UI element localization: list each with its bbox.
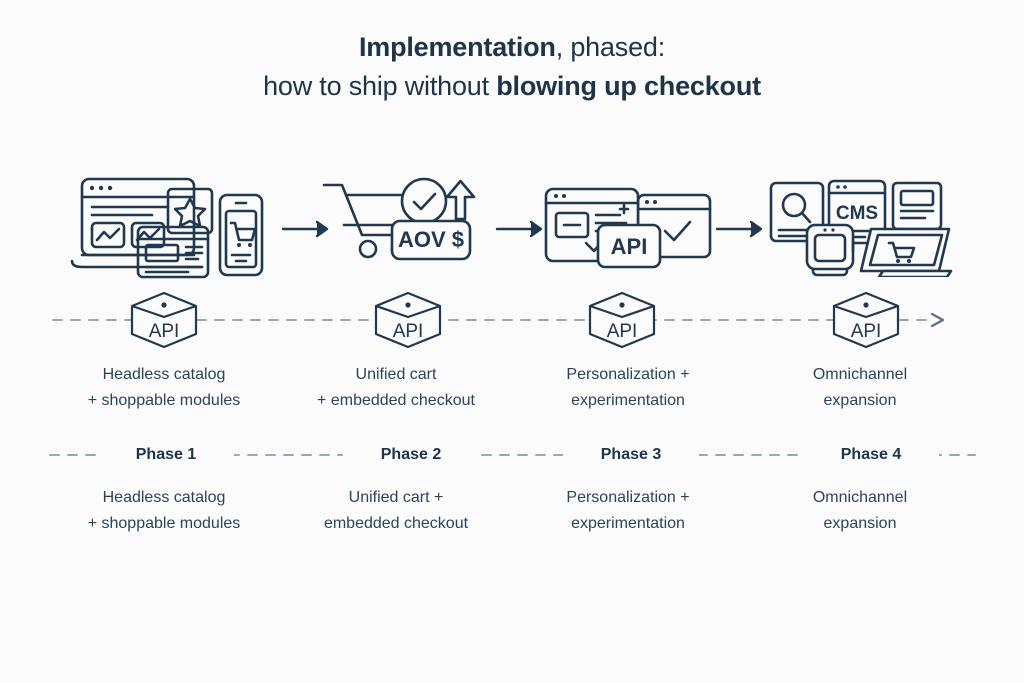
flow-arrow-2-to-3 — [495, 215, 553, 243]
caption-3: Personalization + experimentation — [512, 362, 744, 414]
api-cube-badge-3: API — [585, 290, 659, 350]
headless-catalog-devices-icon — [64, 170, 264, 280]
bottom-description-4: Omnichannel expansion — [744, 485, 976, 537]
flow-arrow-3-to-4 — [715, 215, 773, 243]
api-card-label: API — [611, 234, 648, 259]
api-cube-label-4: API — [851, 321, 882, 342]
bottom-description-2-line-1: Unified cart + — [348, 489, 444, 506]
api-cube-label-2: API — [393, 321, 424, 342]
unified-cart-icon: AOV $ — [316, 170, 476, 280]
caption-4-line-2: expansion — [823, 392, 897, 409]
phase-label-3: Phase 3 — [563, 441, 699, 469]
phase-label-1: Phase 1 — [98, 441, 234, 469]
omnichannel-icon: CMS — [765, 170, 955, 280]
page-title: Implementation, phased: how to ship with… — [0, 28, 1024, 106]
flow-arrow-1-to-2 — [281, 215, 339, 243]
caption-1-line-1: Headless catalog — [102, 366, 226, 383]
title-line-1-rest: , phased: — [555, 32, 666, 62]
bottom-description-1-line-1: Headless catalog — [102, 489, 226, 506]
caption-4: Omnichannel expansion — [744, 362, 976, 414]
bottom-description-3: Personalization + experimentation — [512, 485, 744, 537]
api-cube-badge-4: API — [829, 290, 903, 350]
icon-column-2: AOV $ — [280, 170, 512, 280]
title-line-1: Implementation, phased: — [0, 28, 1024, 66]
icon-column-3: API — [512, 170, 744, 280]
caption-2-line-2: + embedded checkout — [317, 392, 475, 409]
icon-row: AOV $ — [48, 170, 976, 280]
bottom-description-3-line-2: experimentation — [571, 515, 685, 532]
caption-2-line-1: Unified cart — [355, 366, 437, 383]
bottom-description-3-line-1: Personalization + — [566, 489, 690, 506]
phase-divider-row: Phase 1 Phase 2 Phase 3 Phase 4 — [0, 441, 1024, 469]
phase-label-2: Phase 2 — [343, 441, 479, 469]
caption-4-line-1: Omnichannel — [812, 366, 908, 383]
caption-1-line-2: + shoppable modules — [87, 392, 241, 409]
bottom-description-4-line-2: expansion — [823, 515, 897, 532]
title-line-2-lead: how to ship without — [263, 71, 497, 101]
api-timeline-band: API API API API — [0, 290, 1024, 350]
bottom-description-4-line-1: Omnichannel — [812, 489, 908, 506]
api-cube-label-1: API — [149, 321, 180, 342]
bottom-description-row: Headless catalog + shoppable modules Uni… — [48, 485, 976, 537]
title-line-2: how to ship without blowing up checkout — [0, 66, 1024, 106]
bottom-description-2-line-2: embedded checkout — [323, 515, 469, 532]
bottom-description-1: Headless catalog + shoppable modules — [48, 485, 280, 537]
aov-badge-label: AOV $ — [398, 227, 464, 252]
caption-3-line-1: Personalization + — [566, 366, 690, 383]
icon-column-4: CMS — [744, 170, 976, 280]
personalization-api-icon: API — [538, 170, 718, 280]
api-timeline-dashed-line — [52, 312, 957, 328]
caption-3-line-2: experimentation — [571, 392, 685, 409]
cms-window-label: CMS — [836, 203, 878, 224]
api-cube-badge-2: API — [371, 290, 445, 350]
icon-column-1 — [48, 170, 280, 280]
caption-row: Headless catalog + shoppable modules Uni… — [48, 362, 976, 414]
title-emphasis-implementation: Implementation — [358, 32, 556, 62]
caption-1: Headless catalog + shoppable modules — [48, 362, 280, 414]
title-emphasis-checkout: blowing up checkout — [496, 71, 761, 101]
caption-2: Unified cart + embedded checkout — [280, 362, 512, 414]
bottom-description-1-line-2: + shoppable modules — [87, 515, 241, 532]
api-cube-label-3: API — [607, 321, 638, 342]
api-cube-badge-1: API — [127, 290, 201, 350]
phase-label-4: Phase 4 — [803, 441, 939, 469]
bottom-description-2: Unified cart + embedded checkout — [280, 485, 512, 537]
